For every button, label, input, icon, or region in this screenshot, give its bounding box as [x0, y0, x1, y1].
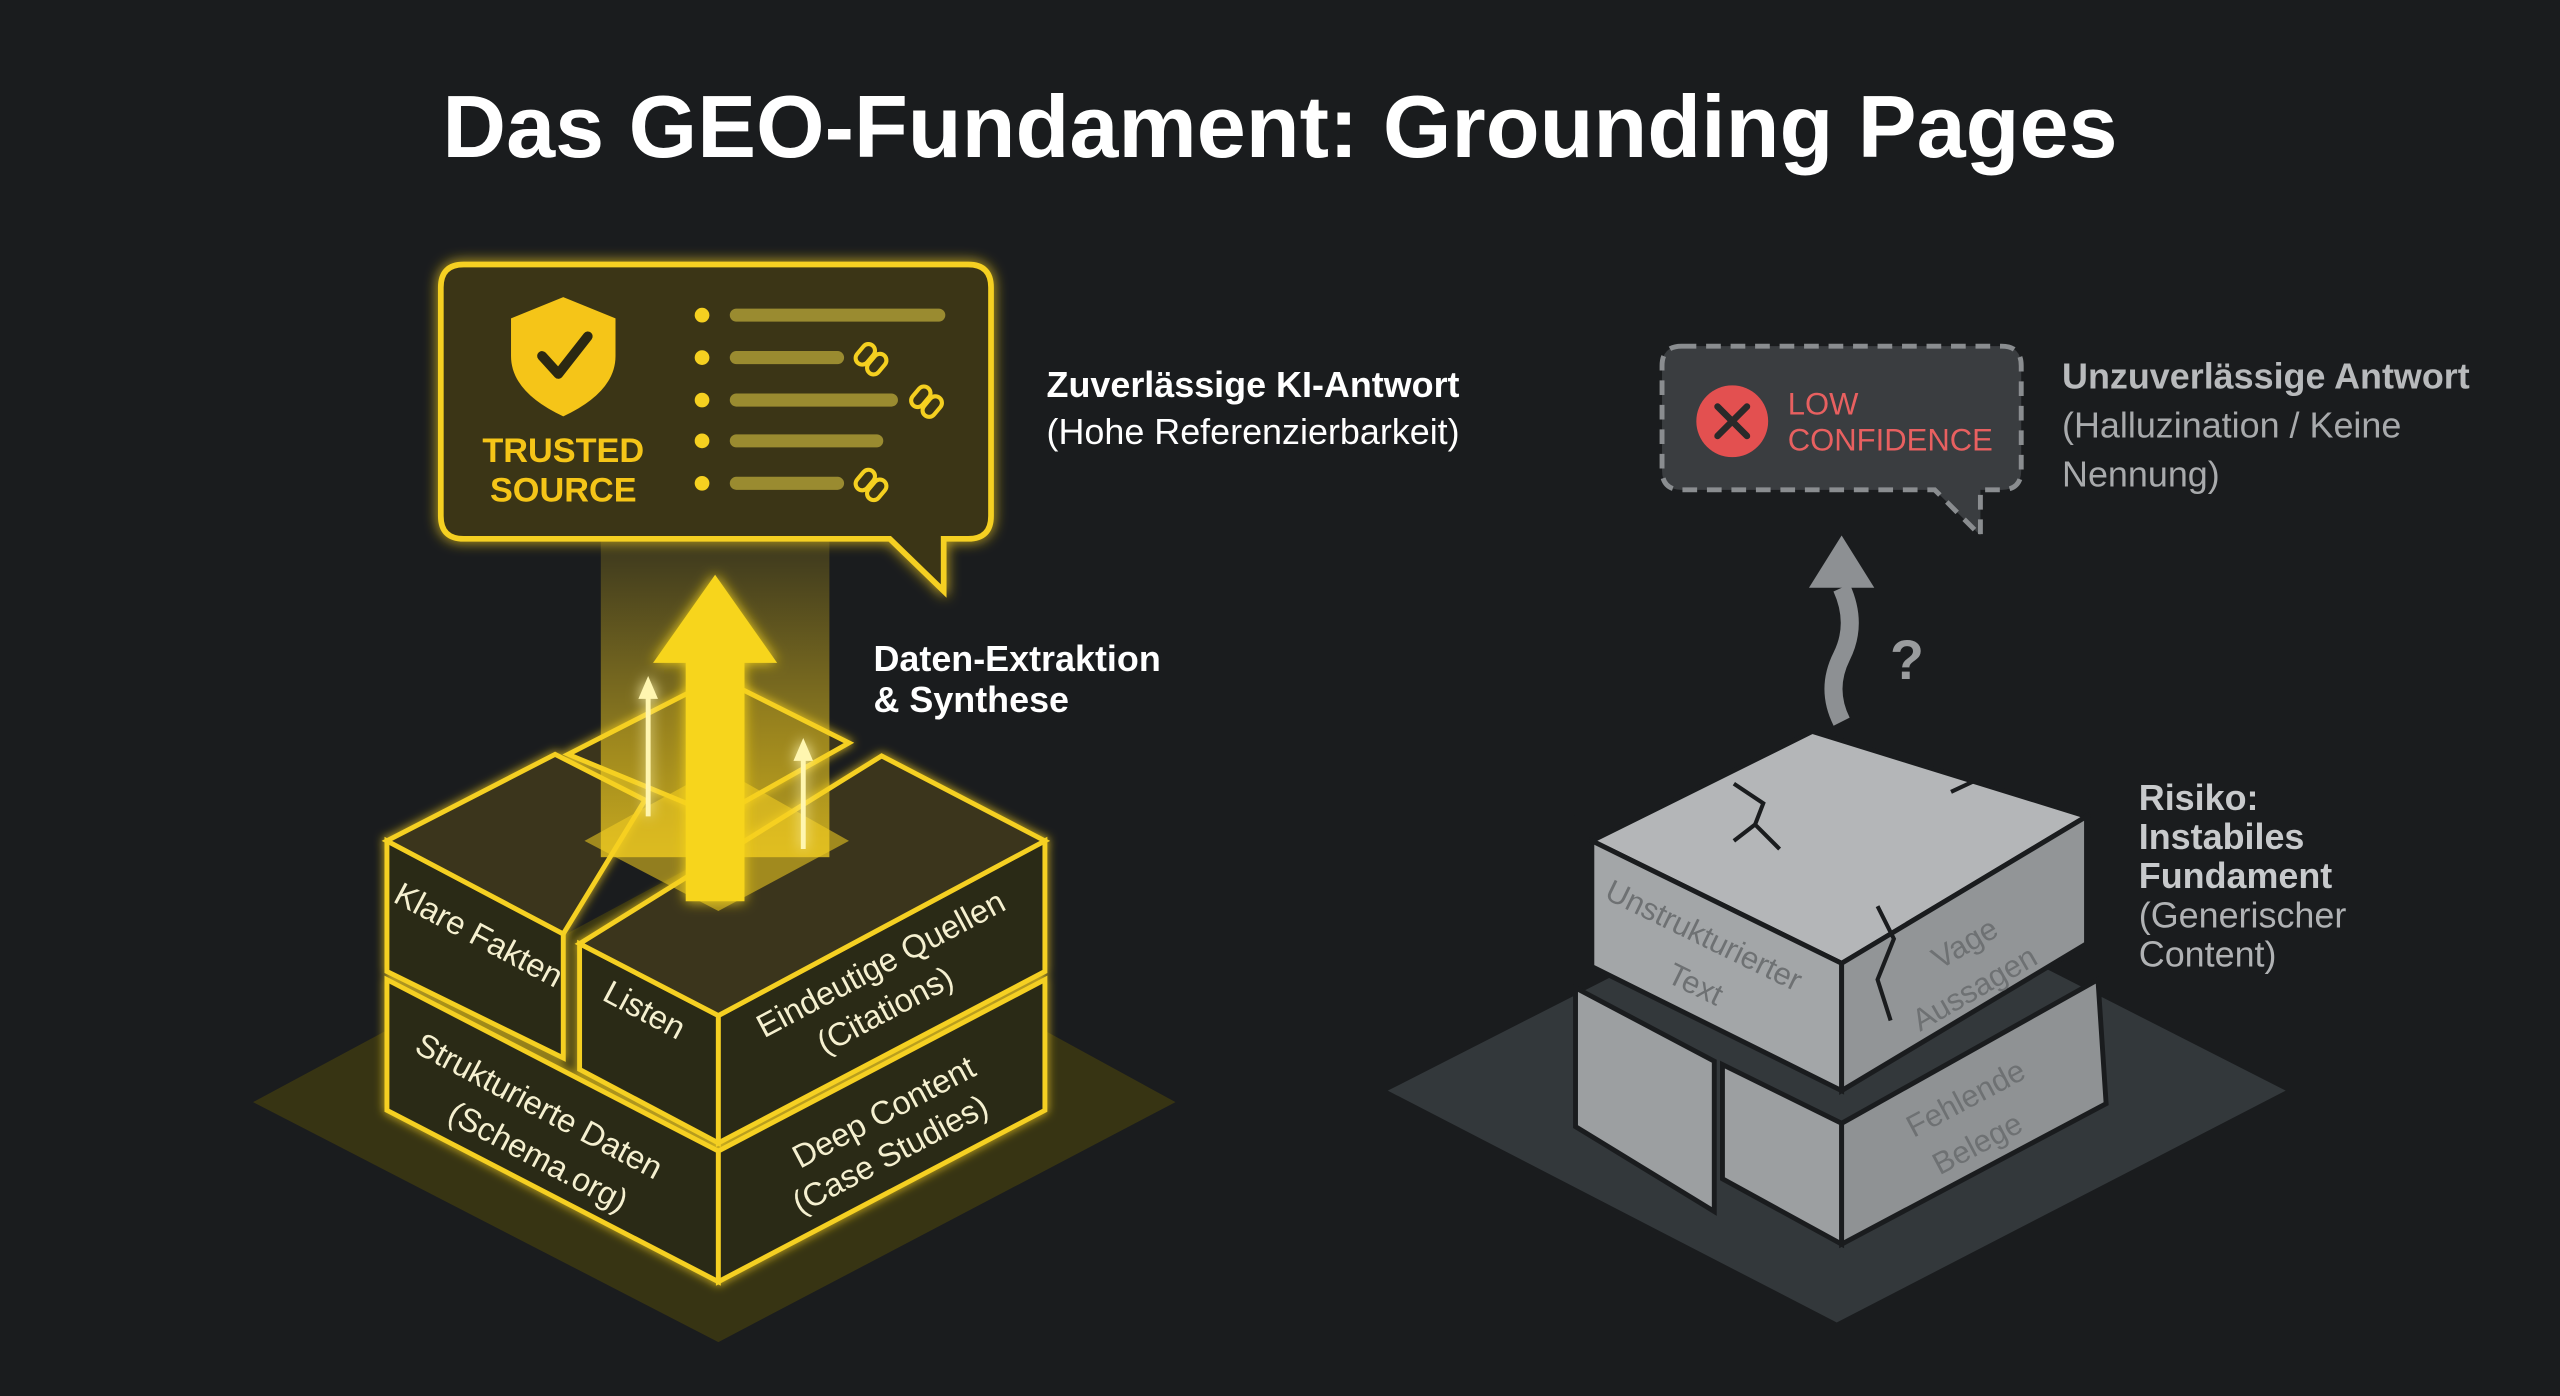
low-caption-sub-2: Nennung) [2062, 454, 2220, 495]
unstable-foundation: Unstrukturierter Text Vage Aussagen Fehl… [1387, 343, 2470, 1323]
trusted-label-2: SOURCE [490, 471, 637, 509]
extraction-line-1: Daten-Extraktion [873, 638, 1160, 679]
low-label-1: LOW [1788, 387, 1859, 422]
low-caption-sub-1: (Halluzination / Keine [2062, 405, 2401, 446]
low-label-2: CONFIDENCE [1788, 423, 1993, 458]
trusted-caption-sub: (Hohe Referenzierbarkeit) [1047, 411, 1460, 452]
extraction-line-2: & Synthese [873, 679, 1069, 720]
broken-arrow-head [1808, 535, 1875, 588]
risk-line-3: Fundament [2139, 855, 2333, 896]
page-title: Das GEO-Fundament: Grounding Pages [442, 77, 2117, 176]
broken-arrow-icon [1824, 584, 1859, 726]
block-deep-content [715, 975, 1048, 1286]
risk-line-1: Risiko: [2139, 777, 2259, 818]
up-arrow-icon [653, 574, 778, 902]
check-mark [537, 331, 593, 379]
link-icon [853, 342, 944, 503]
risk-line-4: (Generischer [2139, 894, 2347, 935]
question-mark: ? [1890, 629, 1924, 691]
source-list [694, 307, 946, 491]
low-caption-title: Unzuverlässige Antwort [2062, 356, 2470, 397]
risk-line-2: Instabiles [2139, 816, 2305, 857]
risk-line-5: Content) [2139, 934, 2277, 975]
stone-fehlende-belege [1839, 975, 2109, 1249]
trusted-caption-title: Zuverlässige KI-Antwort [1047, 364, 1460, 405]
shield-check-icon [511, 297, 616, 417]
stone-vage-aussagen [1839, 812, 2089, 1095]
trusted-foundation: Klare Fakten Listen Eindeutige Quellen (… [253, 261, 1460, 1343]
crack-lines [1566, 778, 2096, 1022]
stone-bottom-left [1573, 983, 1717, 1216]
x-mark [1714, 403, 1751, 440]
trusted-label-1: TRUSTED [482, 432, 644, 470]
